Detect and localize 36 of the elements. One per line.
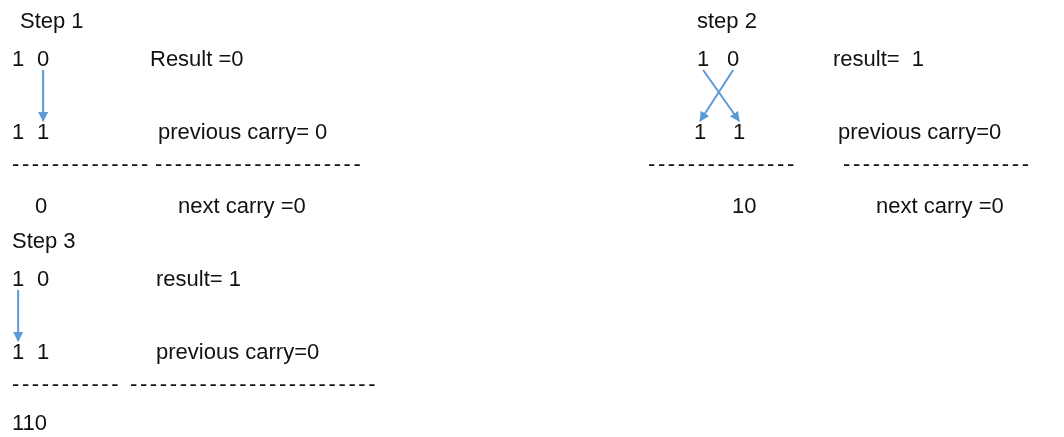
result-text: Result =0	[150, 48, 244, 70]
digit: 1	[733, 121, 746, 143]
carry-text: next carry =0	[876, 195, 1004, 217]
step-heading: Step 3	[12, 230, 76, 252]
arrow	[699, 69, 735, 122]
arrow	[13, 289, 24, 342]
digit: 1	[12, 268, 25, 290]
divider-dashes: --------------	[12, 153, 151, 175]
arrow	[702, 69, 741, 122]
digit: 1	[697, 48, 710, 70]
divider-dashes: ---------------	[648, 153, 797, 175]
carry-text: previous carry= 0	[158, 121, 328, 143]
digit: 0	[37, 48, 50, 70]
sum-digit: 110	[12, 412, 48, 434]
digit: 1	[37, 121, 50, 143]
result-text: result= 1	[833, 48, 925, 70]
divider-dashes: ---------------------	[155, 153, 364, 175]
divider-dashes: -------------------	[843, 153, 1032, 175]
carry-text: next carry =0	[178, 195, 306, 217]
sum-digit: 0	[35, 195, 48, 217]
digit: 1	[12, 121, 25, 143]
digit: 1	[12, 48, 25, 70]
arrow	[38, 69, 49, 122]
digit: 0	[727, 48, 740, 70]
sum-digit: 10	[732, 195, 757, 217]
step-heading: Step 1	[20, 10, 84, 32]
carry-text: previous carry=0	[156, 341, 320, 363]
result-text: result= 1	[156, 268, 241, 290]
digit: 1	[12, 341, 25, 363]
digit: 1	[694, 121, 707, 143]
step-heading: step 2	[697, 10, 757, 32]
divider-dashes: -------------------------	[130, 373, 379, 395]
digit: 1	[37, 341, 50, 363]
carry-text: previous carry=0	[838, 121, 1002, 143]
divider-dashes: -----------	[12, 373, 122, 395]
digit: 0	[37, 268, 50, 290]
